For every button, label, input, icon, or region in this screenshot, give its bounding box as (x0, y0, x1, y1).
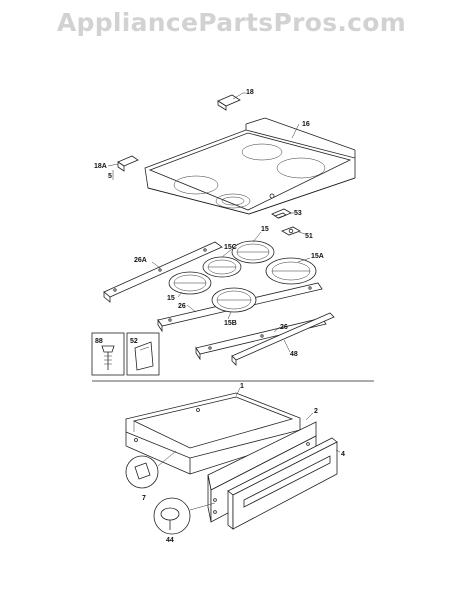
callout-15a: 15A (311, 253, 324, 260)
callout-44: 44 (166, 537, 174, 544)
callout-48: 48 (290, 351, 298, 358)
callout-16: 16 (302, 121, 310, 128)
callout-4: 4 (341, 451, 345, 458)
inset-circle-44 (153, 497, 216, 535)
callout-1: 1 (240, 383, 244, 390)
element-15b (211, 287, 257, 313)
callout-18a: 18A (94, 163, 107, 170)
callout-26-low: 26 (280, 324, 288, 331)
rail-48 (231, 312, 335, 366)
callout-51: 51 (305, 233, 313, 240)
callout-26-mid: 26 (178, 303, 186, 310)
callout-2: 2 (314, 408, 318, 415)
drawer-outer-panel (227, 437, 338, 530)
callout-15b: 15B (224, 320, 237, 327)
inset-box-88 (91, 332, 125, 376)
callout-18: 18 (246, 89, 254, 96)
leader-lines (107, 92, 341, 453)
drawer-box (125, 392, 301, 475)
callout-5: 5 (108, 173, 112, 180)
callout-15-top: 15 (261, 226, 269, 233)
switch-part-53 (271, 208, 292, 219)
element-15-left (168, 271, 212, 295)
callout-7: 7 (142, 495, 146, 502)
callout-88: 88 (95, 338, 103, 345)
cooktop-glass-top (144, 117, 356, 215)
element-15a (265, 257, 317, 285)
element-15-rear (231, 240, 275, 264)
clip-part-51 (281, 226, 301, 236)
callout-15c: 15C (224, 244, 237, 251)
bracket-18a (112, 155, 139, 180)
bracket-18 (217, 92, 244, 111)
callout-53: 53 (294, 210, 302, 217)
callout-26a: 26A (134, 257, 147, 264)
element-15c (202, 256, 242, 278)
callout-52: 52 (130, 338, 138, 345)
callout-15-left: 15 (167, 295, 175, 302)
channel-26a (103, 241, 223, 303)
inset-circle-7 (125, 450, 177, 489)
inset-box-52 (126, 332, 160, 376)
watermark-text: AppliancePartsPros.com (56, 8, 407, 37)
